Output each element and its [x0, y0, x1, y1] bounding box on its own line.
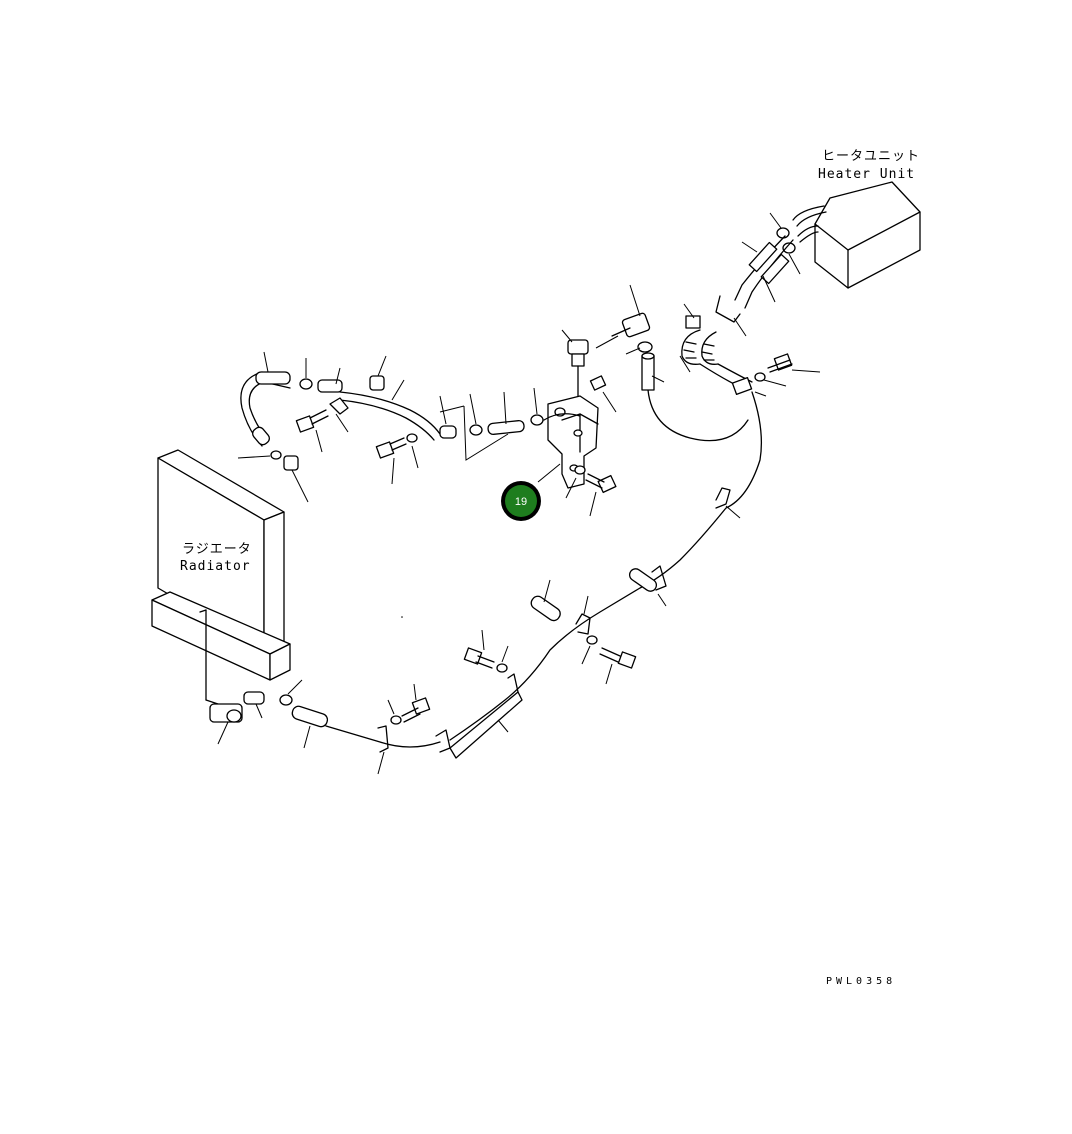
radiator-label-jp: ラジエータ [182, 542, 252, 557]
heater-unit-label-en: Heater Unit [818, 167, 915, 182]
heater-unit [792, 181, 921, 289]
middle-hose [469, 387, 581, 436]
lower-left-fittings [205, 679, 451, 775]
return-hose [449, 389, 762, 741]
heater-hoses [679, 235, 794, 397]
lower-middle-hose [530, 579, 637, 685]
bottom-long-bracket [449, 673, 523, 759]
radiator [151, 449, 291, 701]
heater-unit-label-jp: ヒータユニット [822, 149, 920, 164]
tee-bracket-lines [439, 405, 509, 461]
bolt-right-upper [754, 353, 821, 387]
left-metal-pipe [339, 379, 457, 441]
radiator-label-en: Radiator [180, 559, 251, 574]
upper-center-hose [625, 341, 665, 391]
drawing-code: PWL0358 [826, 976, 896, 987]
callout-19[interactable]: 19 [501, 481, 541, 521]
left-hose-assembly [237, 351, 419, 503]
center-bracket [537, 375, 617, 517]
bottom-bolts [387, 629, 509, 725]
callout-19-number: 19 [515, 496, 527, 508]
heater-clamps [769, 212, 801, 275]
